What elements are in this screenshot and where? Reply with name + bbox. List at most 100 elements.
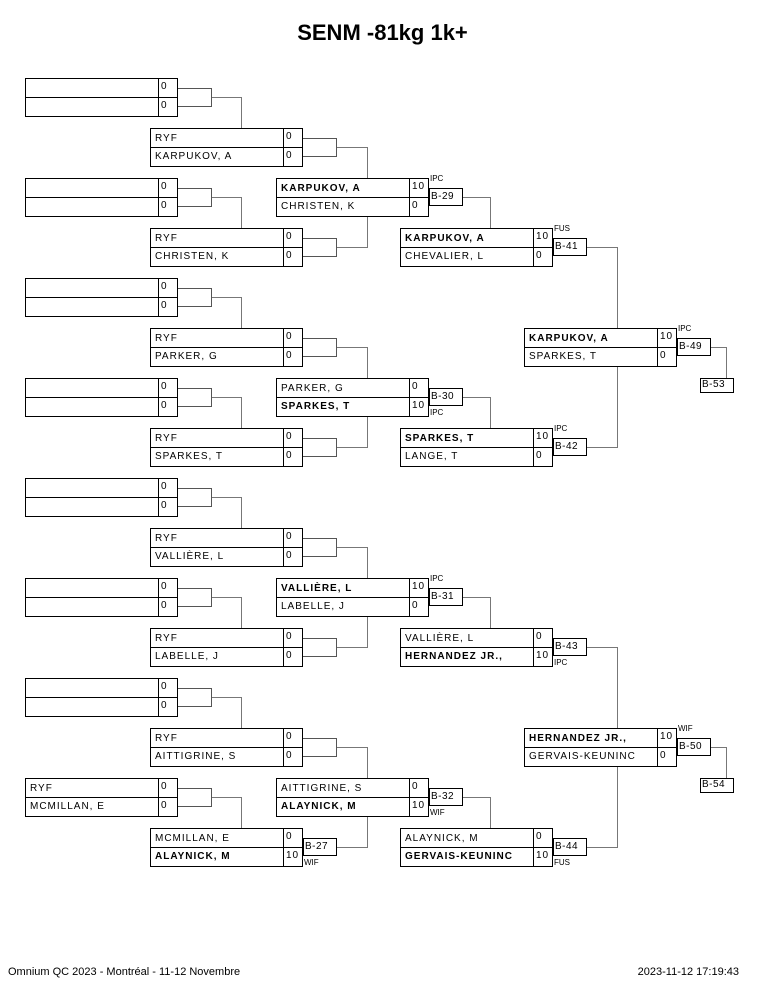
competitor-score: 0 [158,498,177,516]
bracket-line [587,647,617,648]
competitor-name: ALAYNICK, M [281,801,357,812]
competitor-score: 10 [409,398,428,416]
bracket-line [367,147,368,178]
match-number[interactable]: B-32 [429,788,463,806]
bracket-line [337,147,367,148]
connector [178,788,212,807]
match-number[interactable]: B-44 [553,838,587,856]
competitor-name: RYF [151,629,283,648]
bracket-line [337,547,367,548]
competitor-score: 0 [283,229,302,248]
competitor-name: VALLIÈRE, L [401,629,533,648]
match-number[interactable]: B-43 [553,638,587,656]
competitor-score: 0 [158,779,177,798]
competitor-name [26,79,158,98]
competitor-score: 0 [158,198,177,216]
match-number[interactable]: B-41 [553,238,587,256]
competitor-name: ALAYNICK, M [401,829,533,848]
competitor-score: 0 [283,348,302,366]
connector [303,138,337,157]
match-number[interactable]: B-29 [429,188,463,206]
bracket-line [711,347,726,348]
competitor-name [26,598,158,616]
competitor-score: 0 [533,248,552,266]
next-match[interactable]: B-54 [700,778,734,793]
bracket-line [711,747,726,748]
competitor-name [26,198,158,216]
bracket-line [241,397,242,428]
bracket-line [367,347,368,378]
match-number[interactable]: B-31 [429,588,463,606]
match-number[interactable]: B-42 [553,438,587,456]
competitor-score: 10 [533,648,552,666]
match-number[interactable]: B-27 [303,838,337,856]
competitor-name: MCMILLAN, E [151,829,283,848]
bracket-line [337,247,367,248]
match-number[interactable]: B-30 [429,388,463,406]
bracket-line [337,647,367,648]
connector [303,238,337,257]
bracket-line [212,797,241,798]
bracket-line [367,547,368,578]
bracket-line [241,97,242,128]
bracket-line [241,797,242,828]
bracket-line [617,367,618,448]
bracket-line [367,217,368,248]
competitor-score: 0 [283,448,302,466]
bracket-line [241,697,242,728]
win-type: IPC [430,574,444,583]
competitor-name: HERNANDEZ JR., [405,651,503,662]
bracket-line [367,747,368,778]
bracket-line [463,197,490,198]
competitor-score: 0 [158,298,177,316]
bracket-line [463,797,490,798]
bracket-line [587,847,617,848]
competitor-name: KARPUKOV, A [155,151,233,162]
competitor-score: 0 [283,629,302,648]
connector [178,688,212,707]
competitor-name: LABELLE, J [281,601,345,612]
competitor-name: SPARKES, T [529,351,597,362]
competitor-score: 10 [409,579,428,598]
win-type: IPC [554,658,568,667]
competitor-name: GERVAIS-KEUNINC [405,851,513,862]
match-number[interactable]: B-49 [677,338,711,356]
match-number[interactable]: B-50 [677,738,711,756]
competitor-score: 0 [533,829,552,848]
competitor-name: AITTIGRINE, S [277,779,409,798]
competitor-score: 0 [158,579,177,598]
competitor-name: PARKER, G [277,379,409,398]
competitor-score: 0 [283,729,302,748]
next-match[interactable]: B-53 [700,378,734,393]
competitor-name [26,279,158,298]
win-type: WIF [678,724,693,733]
connector [178,188,212,207]
competitor-score: 0 [158,598,177,616]
